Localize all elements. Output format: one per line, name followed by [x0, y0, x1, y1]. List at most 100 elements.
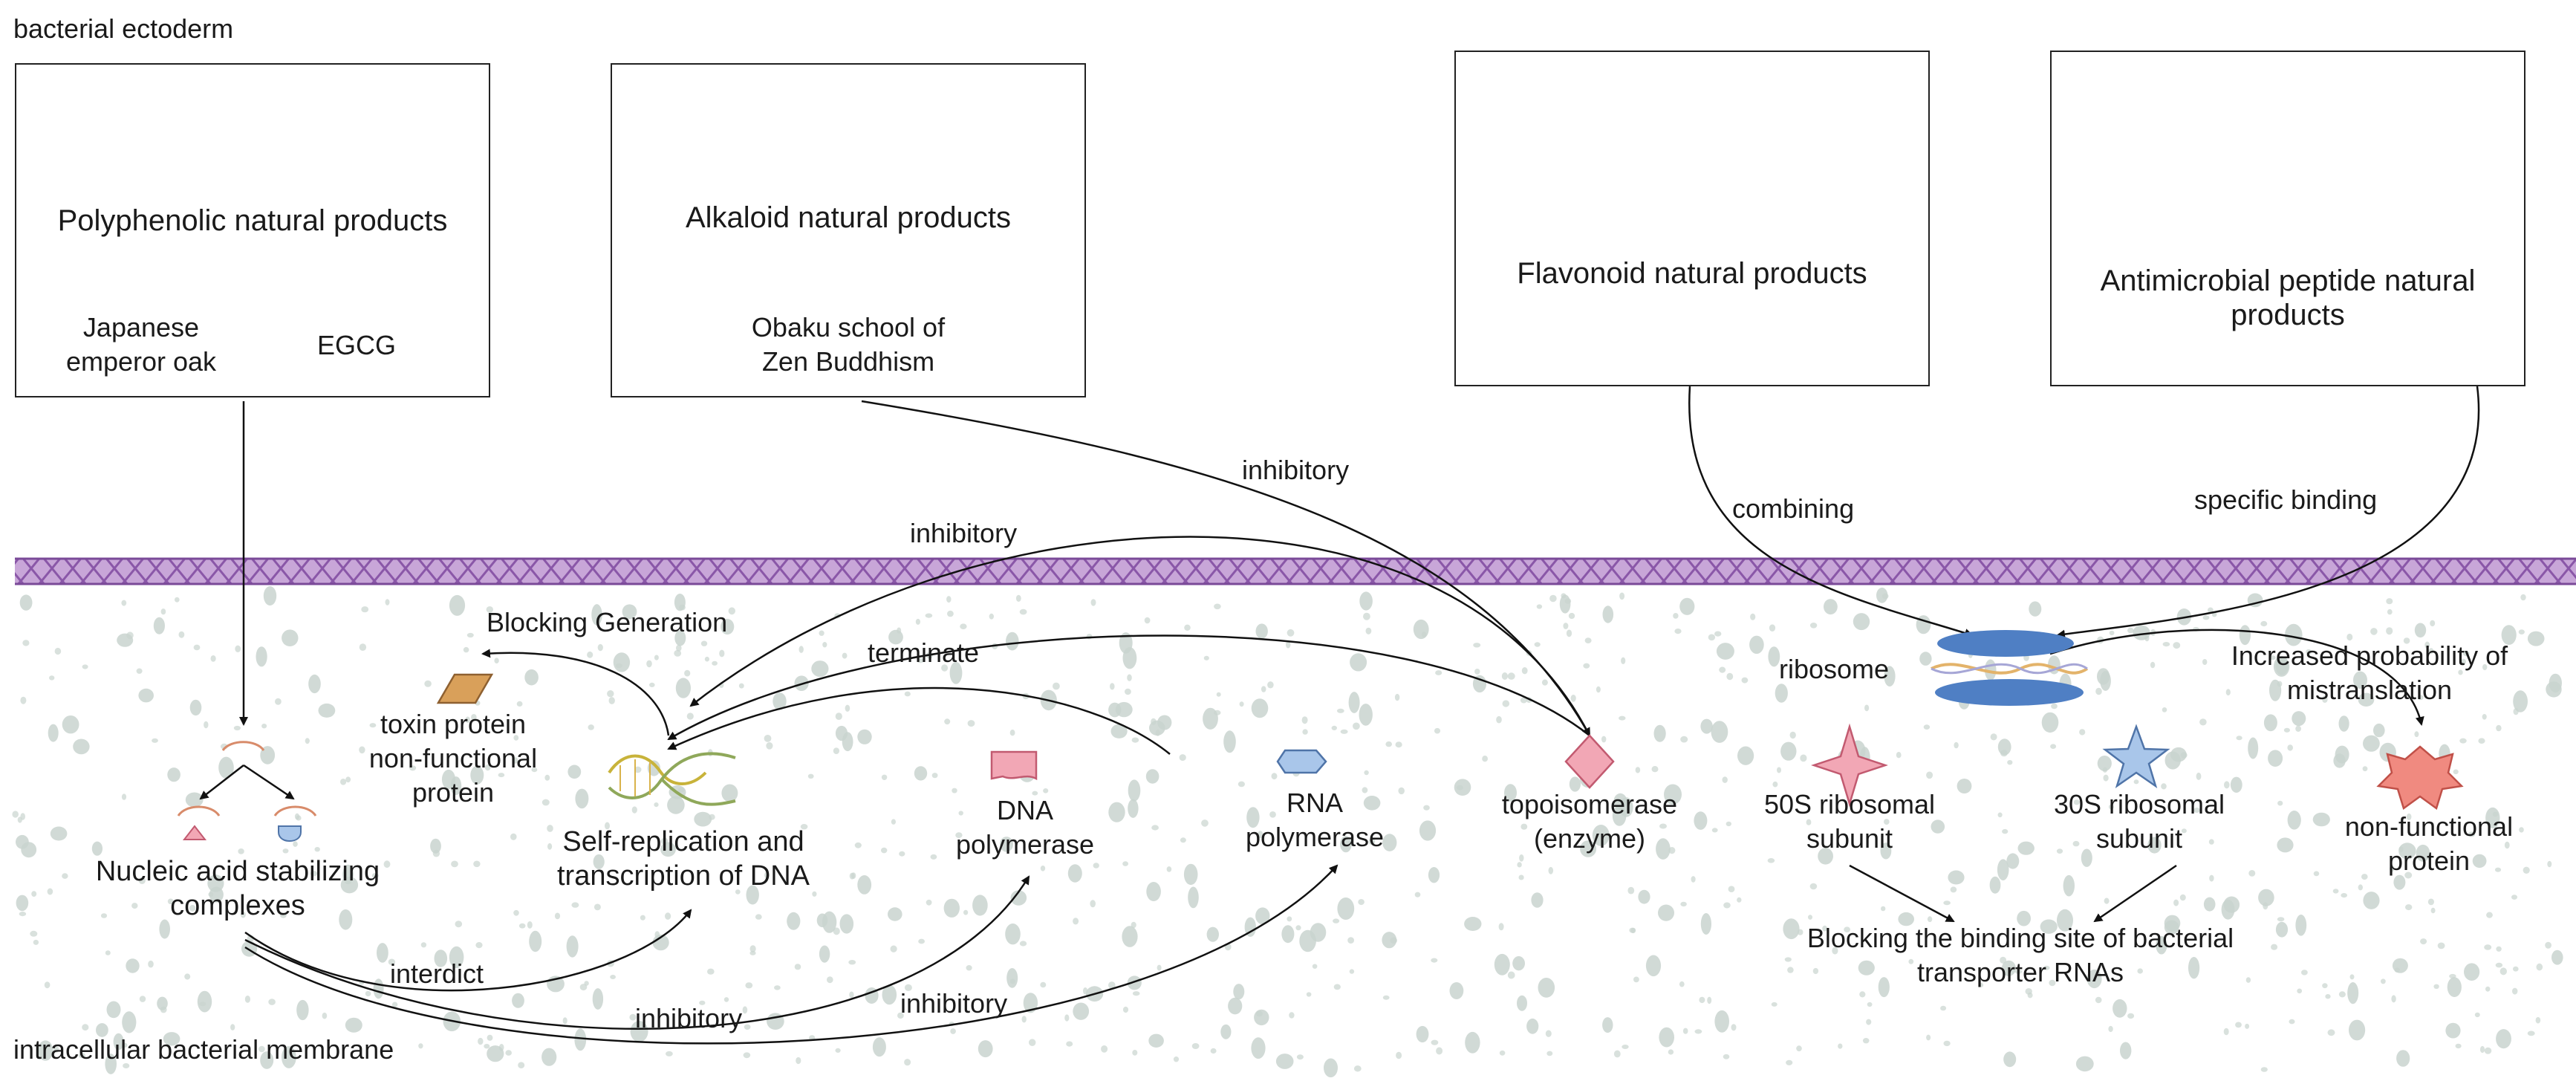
speckle-dot: [958, 811, 963, 816]
speckle-dot: [2161, 783, 2167, 790]
speckle-dot: [2338, 991, 2346, 998]
speckle-dot: [1009, 978, 1015, 984]
speckle-dot: [849, 872, 855, 880]
speckle-dot: [2504, 841, 2510, 849]
speckle-dot: [2199, 718, 2207, 726]
speckle-dot: [121, 793, 127, 800]
speckle-dot: [941, 664, 949, 672]
speckle-dot: [2361, 874, 2368, 880]
speckle-dot: [854, 842, 862, 848]
speckle-dot: [1694, 1029, 1702, 1034]
speckle-dot: [1531, 892, 1544, 908]
speckle-dot: [1719, 666, 1726, 673]
speckle-dot: [1435, 670, 1443, 675]
speckle-dot: [244, 996, 250, 1003]
speckle-dot: [661, 837, 669, 845]
speckle-dot: [2287, 744, 2293, 751]
speckle-dot: [918, 938, 925, 944]
speckle-dot: [1093, 863, 1099, 869]
speckle-dot: [1767, 858, 1775, 863]
speckle-dot: [794, 964, 801, 970]
speckle-dot: [2486, 912, 2493, 918]
speckle-dot: [2271, 944, 2278, 950]
speckle-dot: [44, 981, 51, 989]
speckle-dot: [450, 776, 462, 796]
speckle-dot: [1251, 698, 1269, 718]
speckle-dot: [377, 943, 388, 963]
speckle-dot: [1464, 917, 1482, 931]
speckle-dot: [610, 975, 616, 979]
speckle-dot: [1520, 823, 1528, 830]
speckle-dot: [1258, 831, 1263, 839]
nonfunctional-protein-label: non-functional protein: [2344, 811, 2514, 876]
speckle-dot: [1473, 643, 1481, 648]
speckle-dot: [1151, 825, 1159, 831]
speckle-dot: [2417, 695, 2424, 701]
speckle-dot: [62, 873, 68, 879]
speckle-dot: [2292, 711, 2306, 727]
speckle-dot: [738, 683, 744, 689]
speckle-dot: [2102, 767, 2107, 773]
speckle-dot: [256, 646, 267, 667]
speckle-dot: [1948, 870, 1965, 885]
speckle-dot: [160, 608, 166, 615]
speckle-dot: [2133, 779, 2139, 785]
arrow-30s-to-blocking: [2093, 864, 2177, 923]
speckle-dot: [1146, 882, 1161, 901]
speckle-dot: [1127, 674, 1132, 681]
speckle-dot: [2301, 970, 2308, 976]
speckle-dot: [1521, 667, 1528, 675]
speckle-dot: [660, 842, 676, 857]
speckle-dot: [1940, 1005, 1947, 1011]
speckle-dot: [799, 646, 804, 653]
speckle-dot: [1989, 876, 2001, 894]
speckle-dot: [475, 942, 483, 949]
speckle-dot: [2000, 956, 2007, 964]
speckle-dot: [233, 725, 241, 731]
speckle-dot: [100, 913, 108, 918]
speckle-dot: [1656, 838, 1671, 860]
speckle-dot: [1122, 861, 1128, 866]
speckle-dot: [1286, 640, 1291, 649]
speckle-dot: [2492, 811, 2499, 817]
speckle-dot: [857, 875, 872, 895]
speckle-dot: [1824, 599, 1838, 615]
speckle-dot: [1749, 635, 1764, 654]
speckle-dot: [2322, 695, 2328, 703]
speckle-dot: [20, 696, 27, 704]
speckle-dot: [1216, 692, 1221, 697]
speckle-dot: [159, 919, 170, 939]
speckle-dot: [1772, 781, 1778, 788]
arrow-50s-to-blocking: [1849, 864, 1955, 923]
speckle-dot: [745, 982, 753, 989]
speckle-dot: [872, 1037, 886, 1057]
speckle-dot: [2484, 1047, 2492, 1054]
speckle-dot: [322, 1012, 328, 1019]
speckle-dot: [280, 912, 287, 918]
speckle-dot: [721, 618, 735, 635]
speckle-dot: [2472, 854, 2487, 869]
speckle-dot: [1613, 1050, 1621, 1058]
speckle-dot: [674, 630, 686, 646]
speckle-dot: [665, 912, 671, 920]
speckle-dot: [2338, 715, 2349, 732]
speckle-dot: [2109, 630, 2115, 636]
speckle-dot: [888, 907, 902, 921]
speckle-dot: [1570, 695, 1576, 702]
speckle-dot: [2322, 983, 2328, 989]
speckle-dot: [1699, 996, 1705, 1004]
speckle-dot: [1166, 866, 1172, 872]
speckle-dot: [1809, 623, 1818, 629]
speckle-dot: [1559, 594, 1571, 614]
speckle-dot: [950, 1028, 956, 1034]
speckle-dot: [925, 613, 933, 618]
speckle-dot: [1289, 1012, 1295, 1019]
speckle-dot: [1246, 807, 1260, 828]
speckle-dot: [719, 649, 725, 658]
speckle-dot: [1498, 923, 1504, 931]
speckle-dot: [2327, 1029, 2335, 1036]
speckle-dot: [2547, 860, 2552, 868]
speckle-dot: [593, 903, 601, 911]
speckle-dot: [1566, 629, 1572, 637]
speckle-dot: [1682, 1028, 1688, 1034]
